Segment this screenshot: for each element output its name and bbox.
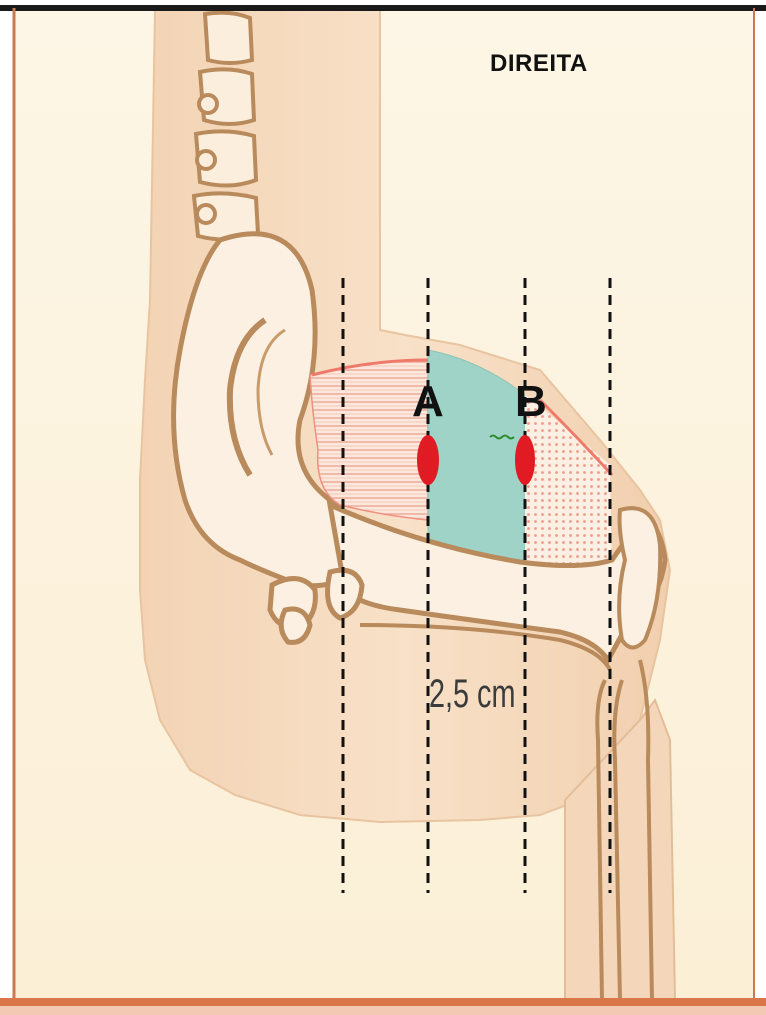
measurement-label: 2,5 cm bbox=[429, 672, 515, 717]
point-label-b: B bbox=[515, 377, 547, 427]
marker-a bbox=[417, 435, 439, 485]
bottom-shadow bbox=[0, 1006, 766, 1015]
point-label-a: A bbox=[412, 377, 444, 427]
bottom-border bbox=[0, 998, 766, 1006]
marker-b bbox=[515, 435, 535, 485]
diagram-title: DIREITA bbox=[490, 50, 588, 78]
